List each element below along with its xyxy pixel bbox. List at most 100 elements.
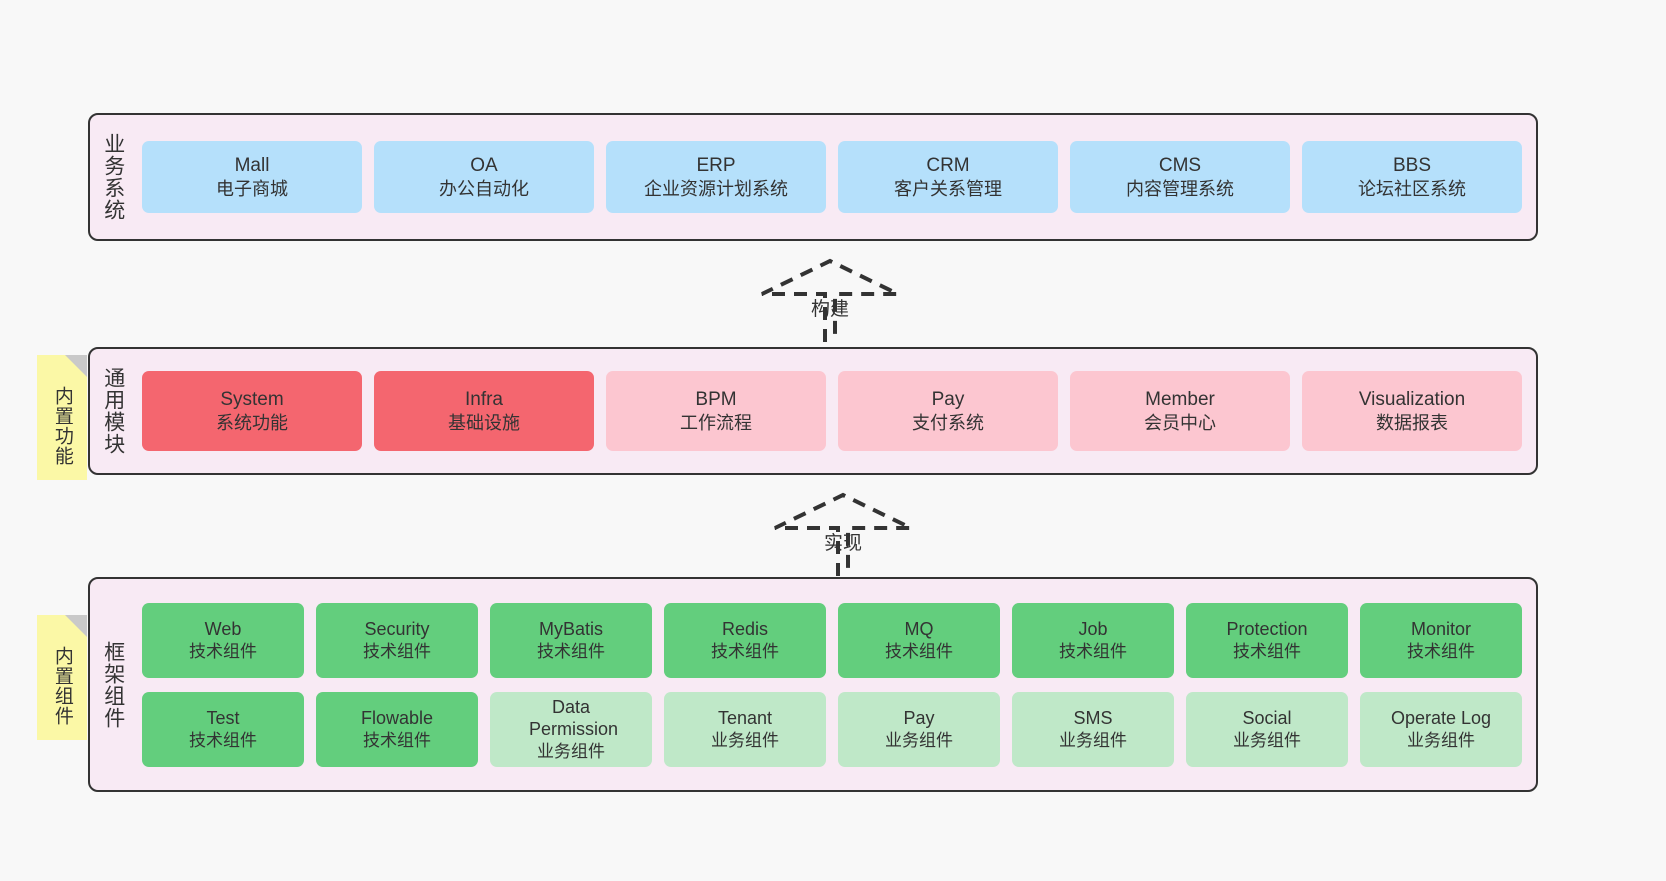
component-card-subtitle: 技术组件 bbox=[1233, 641, 1301, 661]
component-card-subtitle: 技术组件 bbox=[1407, 641, 1475, 661]
note-builtin-feature: 内置功能 bbox=[37, 355, 87, 480]
component-card-operate-log[interactable]: Operate Log 业务组件 bbox=[1360, 691, 1522, 767]
component-card-subtitle: 技术组件 bbox=[537, 641, 605, 661]
component-card-social[interactable]: Social 业务组件 bbox=[1186, 691, 1348, 767]
module-card-member[interactable]: Member 会员中心 bbox=[1070, 371, 1290, 451]
module-card-subtitle: 数据报表 bbox=[1376, 412, 1448, 433]
note-builtin-component: 内置组件 bbox=[37, 615, 87, 740]
layer-framework-component: 框架组件 Web 技术组件 Security 技术组件 MyBatis 技术组件… bbox=[88, 577, 1538, 792]
component-card-job[interactable]: Job 技术组件 bbox=[1012, 602, 1174, 678]
component-card-sms[interactable]: SMS 业务组件 bbox=[1012, 691, 1174, 767]
module-card-title: Mall bbox=[234, 155, 270, 177]
component-card-subtitle: 技术组件 bbox=[363, 730, 431, 750]
note-label: 内置功能 bbox=[51, 385, 73, 466]
module-card-subtitle: 客户关系管理 bbox=[894, 178, 1002, 199]
component-card-title: Data Permission bbox=[529, 697, 619, 740]
layer-common-module: 通用模块 System 系统功能 Infra 基础设施 BPM 工作流程 Pay… bbox=[88, 347, 1538, 475]
component-card-protection[interactable]: Protection 技术组件 bbox=[1186, 602, 1348, 678]
component-card-subtitle: 业务组件 bbox=[885, 730, 953, 750]
layer-business-system: 业务系统 Mall 电子商城 OA 办公自动化 ERP 企业资源计划系统 CRM… bbox=[88, 113, 1538, 241]
component-card-title: Pay bbox=[903, 708, 935, 729]
connector-implement: 实现 bbox=[768, 492, 918, 578]
component-card-subtitle: 技术组件 bbox=[363, 641, 431, 661]
component-card-monitor[interactable]: Monitor 技术组件 bbox=[1360, 602, 1522, 678]
component-card-subtitle: 业务组件 bbox=[537, 741, 605, 761]
module-card-crm[interactable]: CRM 客户关系管理 bbox=[838, 141, 1058, 213]
module-card-subtitle: 电子商城 bbox=[216, 178, 288, 199]
module-card-subtitle: 会员中心 bbox=[1144, 412, 1216, 433]
module-card-subtitle: 企业资源计划系统 bbox=[644, 178, 788, 199]
connector-implement-shape bbox=[774, 492, 912, 576]
layer-label-framework-component: 框架组件 bbox=[101, 640, 125, 729]
component-card-title: SMS bbox=[1073, 708, 1113, 729]
module-card-title: ERP bbox=[696, 155, 736, 177]
component-card-subtitle: 技术组件 bbox=[1059, 641, 1127, 661]
module-card-title: OA bbox=[470, 155, 498, 177]
component-row-technical: Web 技术组件 Security 技术组件 MyBatis 技术组件 Redi… bbox=[142, 602, 1522, 678]
module-card-title: BBS bbox=[1392, 155, 1432, 177]
component-card-web[interactable]: Web 技术组件 bbox=[142, 602, 304, 678]
layer-body-framework-component: Web 技术组件 Security 技术组件 MyBatis 技术组件 Redi… bbox=[136, 579, 1536, 790]
module-card-title: Visualization bbox=[1358, 389, 1466, 411]
component-card-title: MyBatis bbox=[538, 619, 603, 640]
component-card-title: Security bbox=[364, 619, 430, 640]
component-card-subtitle: 业务组件 bbox=[1407, 730, 1475, 750]
component-card-mybatis[interactable]: MyBatis 技术组件 bbox=[490, 602, 652, 678]
module-card-title: Infra bbox=[464, 389, 504, 411]
layer-body-common-module: System 系统功能 Infra 基础设施 BPM 工作流程 Pay 支付系统… bbox=[136, 349, 1536, 473]
module-card-subtitle: 论坛社区系统 bbox=[1358, 178, 1466, 199]
module-card-system[interactable]: System 系统功能 bbox=[142, 371, 362, 451]
component-card-data-permission[interactable]: Data Permission 业务组件 bbox=[490, 691, 652, 767]
layer-label-business-system: 业务系统 bbox=[101, 133, 125, 221]
module-card-subtitle: 支付系统 bbox=[912, 412, 984, 433]
component-card-title: Operate Log bbox=[1390, 708, 1492, 729]
component-card-flowable[interactable]: Flowable 技术组件 bbox=[316, 691, 478, 767]
connector-build: 构建 bbox=[755, 258, 905, 344]
component-card-title: Protection bbox=[1226, 619, 1308, 640]
connector-build-shape bbox=[761, 258, 899, 342]
component-card-title: Web bbox=[204, 619, 242, 640]
component-card-subtitle: 业务组件 bbox=[1059, 730, 1127, 750]
module-card-subtitle: 内容管理系统 bbox=[1126, 178, 1234, 199]
component-card-title: Job bbox=[1078, 619, 1108, 640]
component-row-business: Test 技术组件 Flowable 技术组件 Data Permission … bbox=[142, 691, 1522, 767]
module-card-subtitle: 办公自动化 bbox=[439, 178, 529, 199]
component-card-subtitle: 技术组件 bbox=[885, 641, 953, 661]
module-card-title: Pay bbox=[931, 389, 965, 411]
module-card-visualization[interactable]: Visualization 数据报表 bbox=[1302, 371, 1522, 451]
layer-label-common-module: 通用模块 bbox=[101, 367, 125, 455]
module-card-title: Member bbox=[1145, 389, 1215, 411]
layer-body-business-system: Mall 电子商城 OA 办公自动化 ERP 企业资源计划系统 CRM 客户关系… bbox=[136, 115, 1536, 239]
component-card-redis[interactable]: Redis 技术组件 bbox=[664, 602, 826, 678]
component-card-pay[interactable]: Pay 业务组件 bbox=[838, 691, 1000, 767]
component-card-subtitle: 技术组件 bbox=[189, 730, 257, 750]
module-card-bbs[interactable]: BBS 论坛社区系统 bbox=[1302, 141, 1522, 213]
component-card-title: Tenant bbox=[717, 708, 773, 729]
module-card-bpm[interactable]: BPM 工作流程 bbox=[606, 371, 826, 451]
component-card-subtitle: 业务组件 bbox=[711, 730, 779, 750]
component-card-tenant[interactable]: Tenant 业务组件 bbox=[664, 691, 826, 767]
component-card-mq[interactable]: MQ 技术组件 bbox=[838, 602, 1000, 678]
module-card-subtitle: 系统功能 bbox=[216, 412, 288, 433]
module-card-title: BPM bbox=[695, 389, 737, 411]
component-card-subtitle: 技术组件 bbox=[189, 641, 257, 661]
component-card-subtitle: 业务组件 bbox=[1233, 730, 1301, 750]
module-card-infra[interactable]: Infra 基础设施 bbox=[374, 371, 594, 451]
component-card-title: Test bbox=[206, 708, 240, 729]
component-card-test[interactable]: Test 技术组件 bbox=[142, 691, 304, 767]
module-card-title: CRM bbox=[926, 155, 970, 177]
module-card-cms[interactable]: CMS 内容管理系统 bbox=[1070, 141, 1290, 213]
component-card-title: Social bbox=[1242, 708, 1292, 729]
module-card-pay[interactable]: Pay 支付系统 bbox=[838, 371, 1058, 451]
component-card-security[interactable]: Security 技术组件 bbox=[316, 602, 478, 678]
module-card-title: CMS bbox=[1158, 155, 1202, 177]
note-label: 内置组件 bbox=[51, 645, 73, 726]
module-card-mall[interactable]: Mall 电子商城 bbox=[142, 141, 362, 213]
module-card-subtitle: 基础设施 bbox=[448, 412, 520, 433]
component-card-title: Monitor bbox=[1410, 619, 1472, 640]
module-card-oa[interactable]: OA 办公自动化 bbox=[374, 141, 594, 213]
module-card-erp[interactable]: ERP 企业资源计划系统 bbox=[606, 141, 826, 213]
component-card-subtitle: 技术组件 bbox=[711, 641, 779, 661]
module-card-subtitle: 工作流程 bbox=[680, 412, 752, 433]
